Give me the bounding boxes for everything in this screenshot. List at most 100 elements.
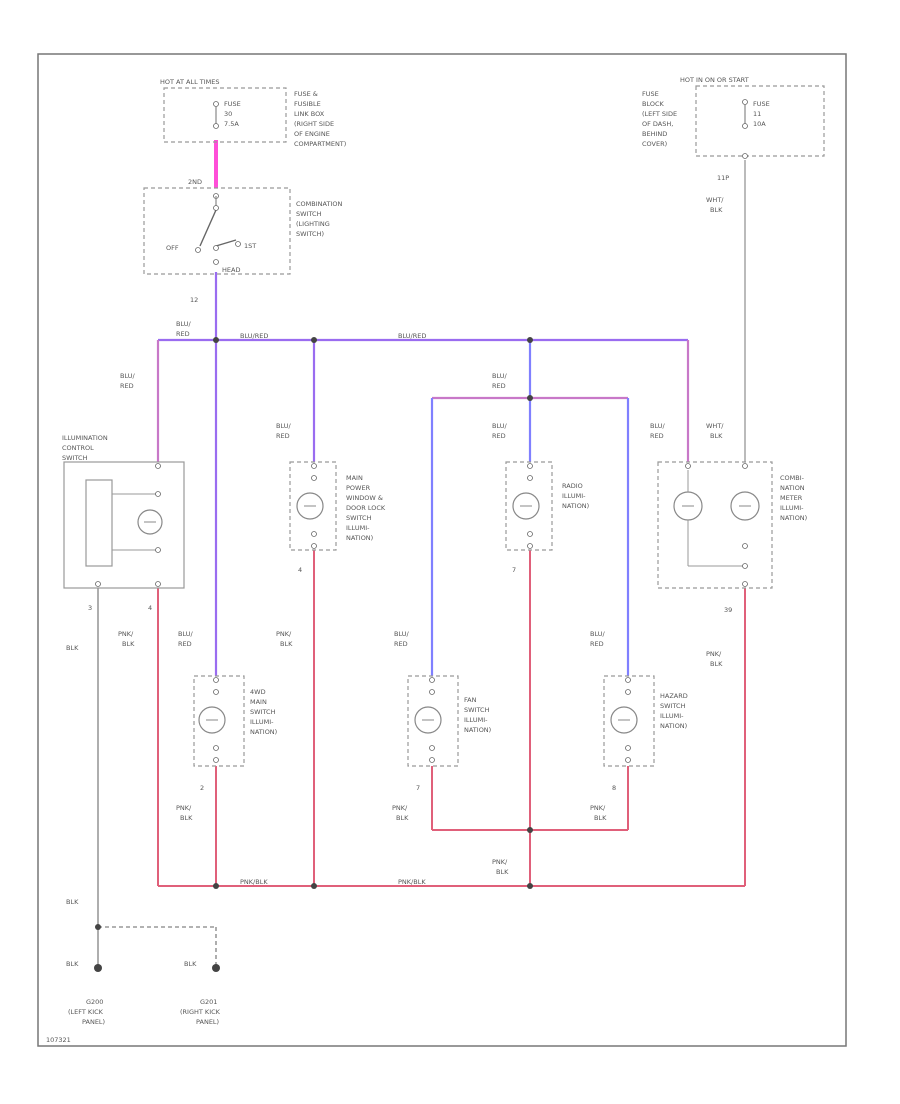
4wd-pin: 2 bbox=[200, 784, 204, 792]
splice-node bbox=[527, 827, 533, 833]
blu-red-left-label-2: RED bbox=[120, 382, 134, 390]
fuse-block-desc-1: FUSE bbox=[642, 90, 659, 98]
g201-label-1: G201 bbox=[200, 998, 217, 1006]
connector-pin bbox=[213, 677, 219, 683]
4wd-label-5: NATION) bbox=[250, 728, 277, 736]
connector-pin bbox=[155, 463, 161, 469]
pnk-blk-label-2: BLK bbox=[122, 640, 135, 648]
blu-red-bus-label-1: BLU/RED bbox=[240, 332, 268, 340]
connector-pin bbox=[213, 745, 219, 751]
connector-pin bbox=[685, 463, 691, 469]
main-pw-wire-in-1: BLU/ bbox=[276, 422, 292, 430]
radio-wire-in-2: RED bbox=[492, 432, 506, 440]
four-wd-main-switch-illum: BLU/ RED 4WD MAIN SWITCH ILLUMI- NATION)… bbox=[176, 630, 277, 822]
fan-switch-illum: BLU/ RED FAN SWITCH ILLUMI- NATION) 7 PN… bbox=[392, 630, 491, 822]
hazard-label-4: NATION) bbox=[660, 722, 687, 730]
meter-outline bbox=[657, 461, 773, 589]
4wd-outline bbox=[193, 675, 245, 767]
fuse-block-desc-4: OF DASH, bbox=[642, 120, 673, 128]
fan-wire-in-2: RED bbox=[394, 640, 408, 648]
connector-pin bbox=[429, 745, 435, 751]
fuse-block-desc-3: (LEFT SIDE bbox=[642, 110, 677, 118]
blu-red-mid-label-1: BLU/ bbox=[492, 372, 508, 380]
connector-pin bbox=[527, 531, 533, 537]
switch-pos-1st: 1ST bbox=[244, 242, 256, 250]
meter-label-4: ILLUMI- bbox=[780, 504, 804, 512]
pnk-blk-bus-label-2: PNK/BLK bbox=[398, 878, 426, 886]
main-pw-label-6: ILLUMI- bbox=[346, 524, 370, 532]
ground-blk-top: BLK bbox=[66, 898, 79, 906]
hot-in-on-or-start-label: HOT IN ON OR START bbox=[680, 76, 749, 84]
meter-label-3: METER bbox=[780, 494, 803, 502]
radio-outline bbox=[505, 461, 553, 551]
fuse-link-box-desc-1: FUSE & bbox=[294, 90, 318, 98]
splice-node bbox=[527, 337, 533, 343]
hazard-outline bbox=[603, 675, 655, 767]
illum-ctrl-label-3: SWITCH bbox=[62, 454, 88, 462]
fuse-terminal bbox=[213, 101, 219, 107]
connector-pin bbox=[527, 543, 533, 549]
connector-pin bbox=[742, 581, 748, 587]
hazard-wire-out-2: BLK bbox=[594, 814, 607, 822]
4wd-wire-out-2: BLK bbox=[180, 814, 193, 822]
combination-switch: 2ND OFF 1ST HEAD COMBINATION SWITCH (LIG… bbox=[143, 178, 342, 304]
meter-label-5: NATION) bbox=[780, 514, 807, 522]
main-pw-label-4: DOOR LOCK bbox=[346, 504, 386, 512]
hazard-wire-in-1: BLU/ bbox=[590, 630, 606, 638]
fan-label-1: FAN bbox=[464, 696, 477, 704]
ground-left-wire: BLK bbox=[66, 960, 79, 968]
pnk-blk-bus-label-3b: BLK bbox=[496, 868, 509, 876]
g200-label-1: G200 bbox=[86, 998, 103, 1006]
fuse-link-box-desc-6: COMPARTMENT) bbox=[294, 140, 346, 148]
fan-wire-in-1: BLU/ bbox=[394, 630, 410, 638]
connector-pin bbox=[155, 491, 161, 497]
fuse-30-line-1: FUSE bbox=[224, 100, 241, 108]
hazard-pin: 8 bbox=[612, 784, 616, 792]
illum-ctrl-label-1: ILLUMINATION bbox=[62, 434, 108, 442]
hazard-wire-in-2: RED bbox=[590, 640, 604, 648]
splice-node bbox=[311, 337, 317, 343]
fuse-link-box-outline bbox=[163, 87, 287, 143]
splice-nodes bbox=[95, 337, 533, 930]
connector-pin bbox=[95, 581, 101, 587]
switch-contact-off bbox=[195, 247, 201, 253]
radio-label-3: NATION) bbox=[562, 502, 589, 510]
combination-switch-label-1: COMBINATION bbox=[296, 200, 342, 208]
combination-switch-label-4: SWITCH) bbox=[296, 230, 324, 238]
4wd-label-1: 4WD bbox=[250, 688, 266, 696]
hazard-label-1: HAZARD bbox=[660, 692, 688, 700]
radio-wire-in-1: BLU/ bbox=[492, 422, 508, 430]
g200-label-2: (LEFT KICK bbox=[68, 1008, 104, 1016]
fuse-11-line-1: FUSE bbox=[753, 100, 770, 108]
fuse-block-desc-6: COVER) bbox=[642, 140, 667, 148]
switch-contact-1st bbox=[235, 241, 241, 247]
radio-label-2: ILLUMI- bbox=[562, 492, 586, 500]
blk-label: BLK bbox=[66, 644, 79, 652]
g201-label-3: PANEL) bbox=[196, 1018, 219, 1026]
fuse-terminal bbox=[742, 99, 748, 105]
4wd-label-3: SWITCH bbox=[250, 708, 276, 716]
connector-pin bbox=[625, 757, 631, 763]
diagram-code: 107321 bbox=[46, 1036, 71, 1044]
blu-red-mid-label-2: RED bbox=[492, 382, 506, 390]
pnk-blk-bus-label-3a: PNK/ bbox=[492, 858, 508, 866]
4wd-wire-in-2: RED bbox=[178, 640, 192, 648]
main-pw-pin: 4 bbox=[298, 566, 302, 574]
ground-points: BLK BLK BLK G200 (LEFT KICK PANEL) G201 … bbox=[66, 898, 221, 1026]
4wd-wire-out-1: PNK/ bbox=[176, 804, 192, 812]
rheostat-icon bbox=[85, 479, 113, 567]
switch-pos-head: HEAD bbox=[222, 266, 240, 274]
pnk-blk-label-1: PNK/ bbox=[118, 630, 134, 638]
blu-red-top-label-2: RED bbox=[176, 330, 190, 338]
combination-switch-label-2: SWITCH bbox=[296, 210, 322, 218]
switch-blade bbox=[199, 209, 217, 247]
fuse-link-box-desc-5: OF ENGINE bbox=[294, 130, 330, 138]
fuse-11-line-2: 11 bbox=[753, 110, 761, 118]
connector-pin bbox=[742, 463, 748, 469]
fan-wire-out-2: BLK bbox=[396, 814, 409, 822]
fuse-30-line-3: 7.5A bbox=[224, 120, 239, 128]
combination-switch-label-3: (LIGHTING bbox=[296, 220, 330, 228]
splice-node bbox=[213, 337, 219, 343]
g201-label-2: (RIGHT KICK bbox=[180, 1008, 221, 1016]
